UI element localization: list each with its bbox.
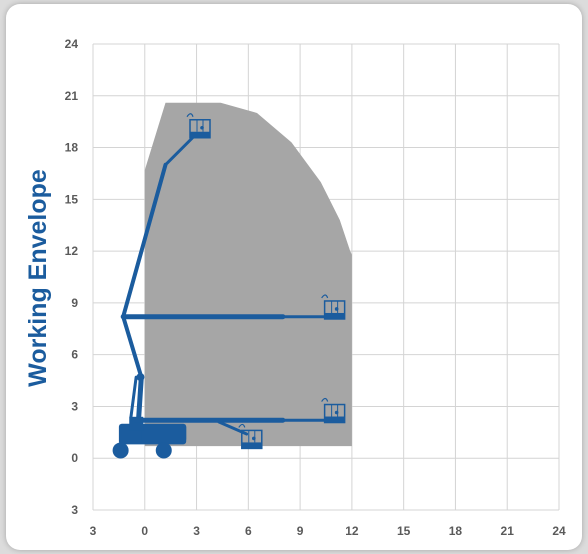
platform-raised-floor [190,131,211,138]
main-boom-raised [121,162,168,319]
main-boom-raised [163,132,199,167]
platform-low-floor [324,416,345,423]
x-tick-label: 21 [501,524,515,538]
y-tick-labels: 24 21 18 15 12 9 6 3 0 3 [65,37,79,517]
y-tick-label: 15 [65,192,79,206]
y-tick-label: 24 [65,37,79,51]
platform-low-operator [334,410,339,415]
boom-lift-illustration [112,113,346,459]
y-tick-label: 3 [71,503,78,517]
x-tick-label: 15 [397,524,411,538]
platform-below-operator [251,436,256,441]
y-tick-label: 6 [71,348,78,362]
platform-raised-jib [186,113,194,118]
platform-below-floor [241,442,262,449]
platform-horizontal-operator [334,307,339,311]
y-tick-label: 21 [65,89,79,103]
riser-link [136,374,144,420]
wheel [155,442,172,459]
x-tick-label: 24 [552,524,566,538]
platform-horizontal-jib [321,294,329,299]
platform-horizontal-floor [324,312,345,319]
y-tick-label: 0 [71,451,78,465]
x-tick-label: 0 [141,524,148,538]
x-tick-labels: 3 0 3 6 9 12 15 18 21 24 [90,524,566,538]
x-tick-label: 18 [449,524,463,538]
y-axis-label: Working Envelope [24,169,52,387]
platform-low-jib [321,397,329,402]
x-tick-label: 12 [345,524,359,538]
knuckle [136,373,145,382]
x-tick-label: 3 [90,524,97,538]
y-tick-label: 12 [65,244,79,258]
riser-link [129,375,138,419]
x-tick-label: 6 [245,524,252,538]
platform-raised-operator [200,125,204,130]
x-tick-label: 9 [297,524,304,538]
y-tick-label: 9 [71,296,78,310]
counterweight [141,425,187,441]
wheel [112,442,129,459]
y-tick-label: 3 [71,399,78,413]
x-tick-label: 3 [193,524,200,538]
riser-link [121,314,144,380]
working-envelope-area [144,102,352,447]
platform-below-jib [238,423,246,428]
y-tick-label: 18 [65,141,79,155]
